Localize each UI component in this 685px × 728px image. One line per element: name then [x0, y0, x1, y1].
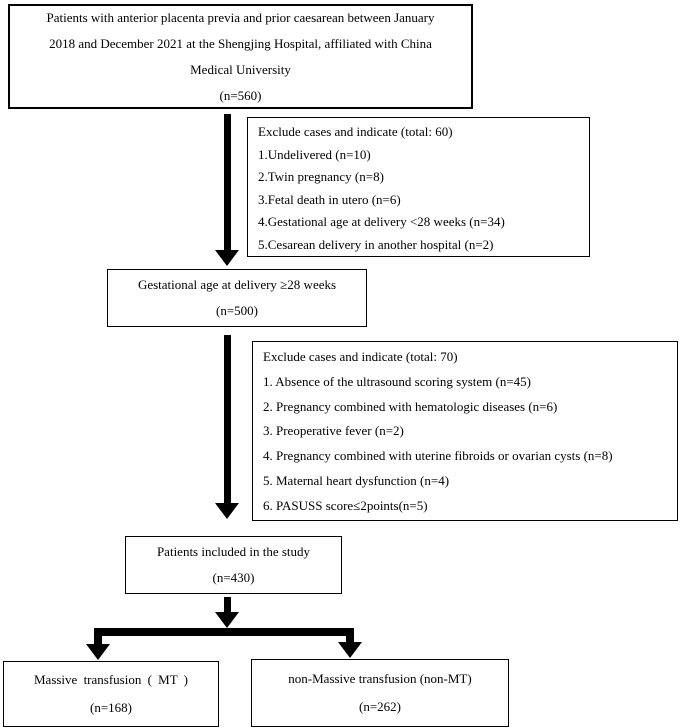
exclusion-2-title: Exclude cases and indicate (total: 70) — [263, 349, 458, 364]
flow-box-gestational-age: Gestational age at delivery ≥28 weeks (n… — [107, 269, 367, 327]
exclusion-2-item: 5. Maternal heart dysfunction (n=4) — [263, 472, 450, 488]
non-mt-count: (n=262) — [359, 699, 401, 714]
exclusion-2-item: 1. Absence of the ultrasound scoring sys… — [263, 373, 532, 389]
branch-right-arrow-head-icon — [338, 642, 362, 658]
included-count: (n=430) — [212, 570, 255, 585]
gestational-count: (n=500) — [216, 303, 258, 318]
included-text: Patients included in the study — [156, 544, 311, 559]
enrollment-text-line-1: Patients with anterior placenta previa a… — [46, 9, 435, 25]
flow-box-enrollment: Patients with anterior placenta previa a… — [8, 4, 473, 109]
gestational-text: Gestational age at delivery ≥28 weeks — [137, 277, 337, 292]
flow-box-included: Patients included in the study (n=430) — [125, 536, 342, 594]
mt-text: Massive transfusion ( MT ) — [33, 672, 189, 687]
branch-horizontal-bar — [94, 628, 354, 636]
down-arrow-3-head-icon — [215, 612, 239, 628]
exclusion-2-item: 4. Pregnancy combined with uterine fibro… — [263, 448, 613, 464]
exclusion-2-item: 6. PASUSS score≤2points(n=5) — [263, 497, 428, 513]
branch-left-arrow-head-icon — [86, 644, 110, 660]
flow-box-non-mt-group: non-Massive transfusion (non-MT) (n=262) — [251, 659, 509, 727]
mt-count: (n=168) — [90, 700, 132, 715]
exclusion-2-item: 2. Pregnancy combined with hematologic d… — [263, 398, 558, 414]
flow-box-exclusion-1: Exclude cases and indicate (total: 60) 1… — [247, 117, 590, 257]
exclusion-1-item: 5.Cesarean delivery in another hospital … — [258, 236, 494, 252]
exclusion-1-item: 2.Twin pregnancy (n=8) — [258, 169, 384, 184]
exclusion-1-title: Exclude cases and indicate (total: 60) — [258, 124, 453, 139]
enrollment-count: (n=560) — [219, 87, 262, 103]
down-arrow-1-shaft — [224, 114, 231, 252]
branch-left-drop — [94, 628, 102, 646]
non-mt-text: non-Massive transfusion (non-MT) — [288, 671, 472, 686]
branch-right-drop — [346, 628, 354, 644]
down-arrow-3-shaft — [224, 597, 231, 614]
enrollment-text-line-2: 2018 and December 2021 at the Shengjing … — [49, 35, 432, 51]
exclusion-1-item: 1.Undelivered (n=10) — [258, 146, 371, 162]
down-arrow-2-shaft — [224, 335, 231, 505]
flow-box-mt-group: Massive transfusion ( MT ) (n=168) — [3, 661, 219, 727]
exclusion-2-item: 3. Preoperative fever (n=2) — [263, 423, 404, 439]
exclusion-1-item: 3.Fetal death in utero (n=6) — [258, 191, 401, 207]
down-arrow-2-head-icon — [215, 503, 239, 519]
flow-box-exclusion-2: Exclude cases and indicate (total: 70) 1… — [252, 341, 678, 521]
enrollment-text-line-3: Medical University — [190, 61, 291, 77]
down-arrow-1-head-icon — [215, 250, 239, 266]
exclusion-1-item: 4.Gestational age at delivery <28 weeks … — [258, 214, 505, 229]
